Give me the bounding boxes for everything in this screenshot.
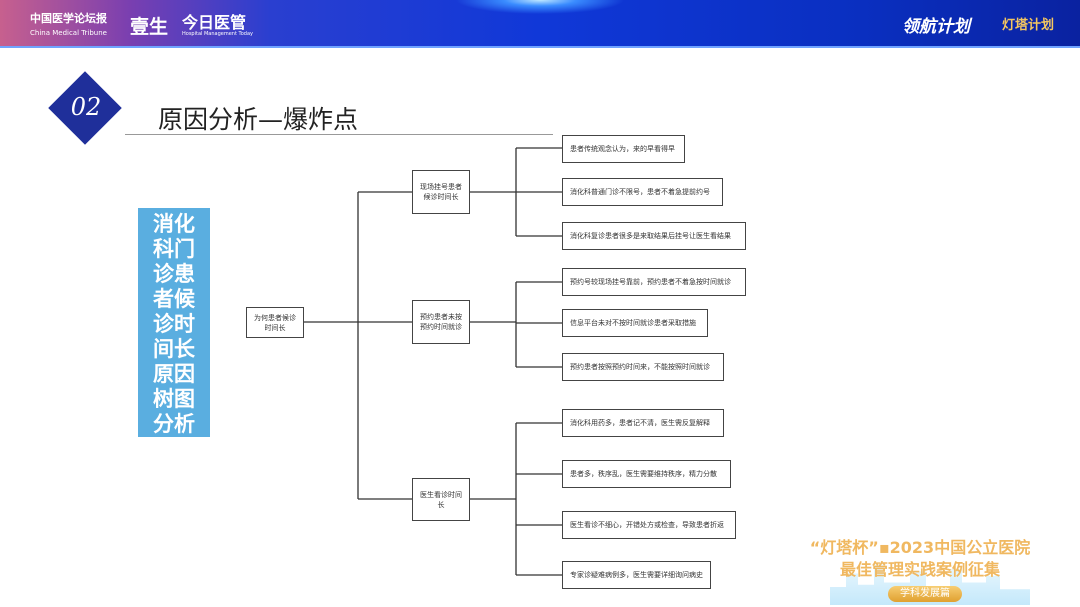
side-title-line: 树图	[153, 387, 195, 411]
side-title-line: 间长	[153, 337, 195, 361]
tree-branch-node: 预约患者未按预约时间就诊	[412, 300, 470, 344]
side-title-line: 原因	[153, 362, 195, 386]
tree-branch-node: 医生看诊时间长	[412, 478, 470, 521]
tree-leaf-node: 患者多，秩序乱，医生需要维持秩序，精力分散	[562, 460, 731, 488]
tree-leaf-node: 患者传统观念认为，来的早看得早	[562, 135, 685, 163]
logo-cmt-en: China Medical Tribune	[30, 29, 107, 37]
tree-leaf-node: 信息平台未对不按时间就诊患者采取措施	[562, 309, 708, 337]
footer-line-1: “灯塔杯”▪2023中国公立医院	[809, 538, 1031, 557]
page-title: 原因分析—爆炸点	[158, 105, 359, 134]
tree-leaf-node: 消化科用药多，患者记不清，医生需反复解释	[562, 409, 724, 437]
logo-cmt: 中国医学论坛报	[30, 12, 107, 25]
tree-root-node: 为何患者候诊时间长	[246, 307, 304, 338]
section-number: 02	[70, 93, 102, 121]
side-title-panel: 消化 科门 诊患 者候 诊时 间长 原因 树图 分析	[138, 208, 210, 437]
logo-dengta: 灯塔计划	[1002, 18, 1055, 33]
tree-branch-node: 现场挂号患者候诊时间长	[412, 170, 470, 214]
tree-leaf-node: 消化科复诊患者很多是来取结果后挂号让医生看结果	[562, 222, 746, 250]
tree-leaf-node: 消化科普通门诊不限号，患者不着急提前约号	[562, 178, 723, 206]
header-banner: 中国医学论坛报 China Medical Tribune 壹生 今日医管 Ho…	[0, 0, 1080, 48]
tree-leaf-node: 预约号较现场挂号靠前，预约患者不着急按时间就诊	[562, 268, 746, 296]
logo-linghang: 领航计划	[902, 17, 970, 37]
logo-hmt-en: Hospital Management Today	[182, 31, 253, 37]
tree-leaf-node: 预约患者按照预约时间来，不能按照时间就诊	[562, 353, 724, 381]
title-underline	[125, 134, 553, 135]
tree-leaf-node: 医生看诊不细心，开错处方或检查，导致患者折返	[562, 511, 736, 539]
logo-hmt: 今日医管	[182, 13, 247, 32]
side-title-line: 科门	[153, 237, 195, 261]
footer-line-2: 最佳管理实践案例征集	[839, 560, 1000, 579]
side-title-line: 者候	[153, 287, 195, 311]
footer-campaign-title: “灯塔杯”▪2023中国公立医院 最佳管理实践案例征集	[775, 537, 1065, 581]
side-title-line: 诊患	[153, 262, 195, 286]
side-title-line: 分析	[153, 412, 195, 436]
footer-badge: 学科发展篇	[888, 586, 962, 602]
side-title-line: 消化	[153, 212, 195, 236]
side-title-line: 诊时	[153, 312, 195, 336]
logo-yisheng: 壹生	[130, 16, 169, 38]
tree-leaf-node: 专家诊疑难病例多，医生需要详细询问病史	[562, 561, 711, 589]
